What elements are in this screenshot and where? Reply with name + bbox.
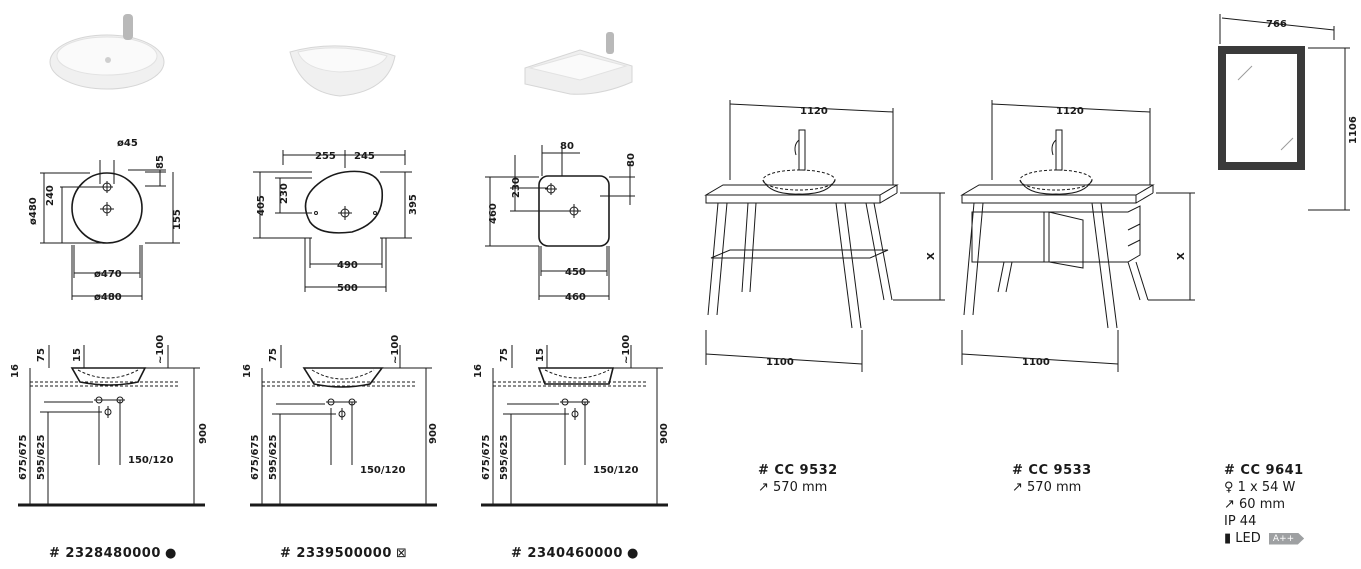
dim-side2-100: ~100 <box>390 335 401 364</box>
dim-b1-85: 85 <box>155 155 166 169</box>
dim-b1-hole: ø45 <box>117 138 138 149</box>
dim-cc9532-x: X <box>926 252 937 260</box>
product-label-cc9532: # CC 9532 ↗ 570 mm <box>758 462 838 496</box>
product-label-2339500000: # 2339500000 ⊠ <box>280 545 407 562</box>
dim-side2-16: 16 <box>242 364 253 378</box>
dim-b1-240: 240 <box>45 185 56 206</box>
cc9641-mirror-drawing <box>1218 14 1350 211</box>
product-code: # CC 9532 <box>758 463 838 478</box>
dim-cc9533-1120: 1120 <box>1056 106 1084 117</box>
dim-side1-595: 595/625 <box>36 435 47 480</box>
product-code: # 2339500000 <box>280 546 392 561</box>
dim-side3-16: 16 <box>473 364 484 378</box>
basin2-top-view <box>253 150 412 292</box>
product-code: # CC 9641 <box>1224 463 1304 478</box>
dim-b3-460h: 460 <box>488 203 499 224</box>
dim-cc9533-1100: 1100 <box>1022 357 1050 368</box>
dim-side3-75: 75 <box>499 348 510 362</box>
basin-photo-2 <box>289 45 396 97</box>
dim-side3-150: 150/120 <box>593 465 638 476</box>
dim-side2-900: 900 <box>428 423 439 444</box>
energy-class-badge: A++ <box>1268 532 1305 545</box>
circle-filled-icon: ● <box>165 546 177 561</box>
led-row: ▮ LED A++ <box>1224 530 1305 547</box>
depth-spec: ↗ 570 mm <box>758 480 828 495</box>
dim-b2-490: 490 <box>337 260 358 271</box>
dim-b1-470: ø470 <box>94 269 122 280</box>
basin2-side-view <box>250 345 437 507</box>
dim-b3-450: 450 <box>565 267 586 278</box>
dim-b3-230: 230 <box>511 177 522 198</box>
dim-cc9533-x: X <box>1176 252 1187 260</box>
depth-spec: ↗ 60 mm <box>1224 497 1286 512</box>
dim-side3-595: 595/625 <box>499 435 510 480</box>
dim-side1-675: 675/675 <box>18 435 29 480</box>
product-code: # 2328480000 <box>49 546 161 561</box>
dim-side2-75: 75 <box>268 348 279 362</box>
dim-side1-150: 150/120 <box>128 455 173 466</box>
crossed-square-icon: ⊠ <box>396 546 407 561</box>
lamp-icon: ▮ <box>1224 531 1232 546</box>
dim-mirror-766: 766 <box>1266 19 1287 30</box>
dim-b2-395: 395 <box>408 194 419 215</box>
basin3-top-view <box>485 145 635 300</box>
dim-b1-480h: ø480 <box>28 197 39 225</box>
dim-cc9532-1120: 1120 <box>800 106 828 117</box>
dim-cc9532-1100: 1100 <box>766 357 794 368</box>
dim-b2-230: 230 <box>279 183 290 204</box>
dim-b3-80h: 80 <box>626 153 637 167</box>
product-label-cc9533: # CC 9533 ↗ 570 mm <box>1012 462 1092 496</box>
basin1-side-view <box>18 345 205 507</box>
dim-b2-255: 255 <box>315 151 336 162</box>
dim-b1-155: 155 <box>172 209 183 230</box>
dim-b3-460w: 460 <box>565 292 586 303</box>
product-label-2340460000: # 2340460000 ● <box>511 545 638 562</box>
dim-side3-675: 675/675 <box>481 435 492 480</box>
cc9533-console-drawing <box>960 100 1195 372</box>
product-code: # 2340460000 <box>511 546 623 561</box>
dim-b3-80w: 80 <box>560 141 574 152</box>
basin-photo-1 <box>49 14 165 90</box>
product-label-cc9641: # CC 9641 ♀ 1 x 54 W ↗ 60 mm IP 44 ▮ LED… <box>1224 462 1305 547</box>
cc9532-console-drawing <box>704 100 945 372</box>
led-label: LED <box>1235 531 1261 546</box>
dim-side1-900: 900 <box>198 423 209 444</box>
basin3-side-view <box>481 345 668 507</box>
product-label-2328480000: # 2328480000 ● <box>49 545 176 562</box>
dim-side2-675: 675/675 <box>250 435 261 480</box>
product-code: # CC 9533 <box>1012 463 1092 478</box>
basin1-top-view <box>40 160 180 300</box>
dim-b1-480w: ø480 <box>94 292 122 303</box>
dim-side1-75: 75 <box>36 348 47 362</box>
lamp-spec: ♀ 1 x 54 W <box>1224 480 1296 495</box>
circle-filled-icon: ● <box>627 546 639 561</box>
basin-photo-3 <box>524 32 633 95</box>
dim-side3-15: 15 <box>535 348 546 362</box>
dim-side1-15: 15 <box>72 348 83 362</box>
dim-b2-245: 245 <box>354 151 375 162</box>
dim-b2-500: 500 <box>337 283 358 294</box>
dim-side2-595: 595/625 <box>268 435 279 480</box>
dim-side3-900: 900 <box>659 423 670 444</box>
dim-side1-16: 16 <box>10 364 21 378</box>
dim-side3-100: ~100 <box>621 335 632 364</box>
dim-b2-405: 405 <box>256 195 267 216</box>
dim-mirror-1106: 1106 <box>1348 116 1359 144</box>
ip-rating: IP 44 <box>1224 514 1257 529</box>
dim-side2-150: 150/120 <box>360 465 405 476</box>
depth-spec: ↗ 570 mm <box>1012 480 1082 495</box>
dim-side1-100: ~100 <box>155 335 166 364</box>
